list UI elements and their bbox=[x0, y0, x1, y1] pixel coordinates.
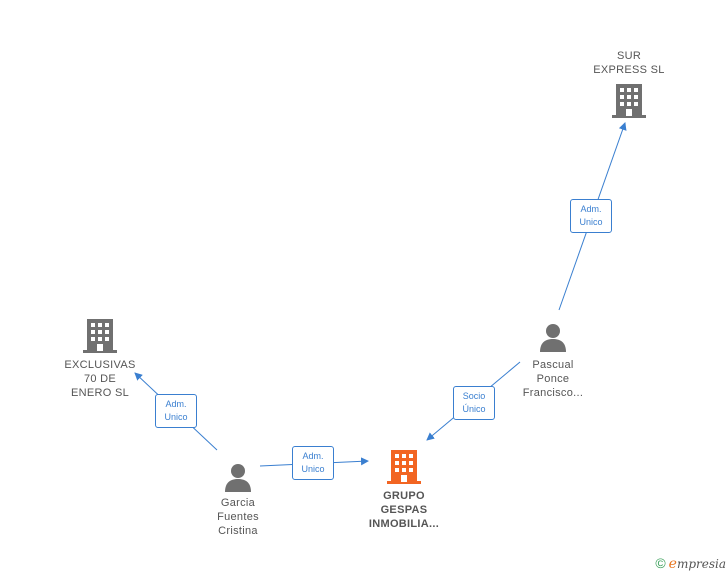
person-icon bbox=[540, 324, 566, 352]
relation-label-garcia-grupo[interactable]: Adm. Unico bbox=[292, 446, 334, 480]
node-garcia[interactable]: Garcia Fuentes Cristina bbox=[193, 462, 283, 538]
relation-label-garcia-exclusivas[interactable]: Adm. Unico bbox=[155, 394, 197, 428]
node-grupo-gespas[interactable]: GRUPO GESPAS INMOBILIA... bbox=[359, 449, 449, 531]
relation-label-pascual-grupo[interactable]: Socio Único bbox=[453, 386, 495, 420]
brand-name: mpresia bbox=[676, 557, 726, 571]
relation-label-pascual-sur[interactable]: Adm. Unico bbox=[570, 199, 612, 233]
node-garcia-label: Garcia Fuentes Cristina bbox=[217, 497, 259, 537]
node-pascual[interactable]: Pascual Ponce Francisco... bbox=[508, 322, 598, 400]
person-icon bbox=[225, 464, 251, 492]
node-exclusivas-label: EXCLUSIVAS 70 DE ENERO SL bbox=[64, 359, 136, 399]
empresia-logo: ©empresia bbox=[655, 555, 726, 572]
node-pascual-label: Pascual Ponce Francisco... bbox=[522, 359, 584, 399]
building-icon bbox=[83, 319, 117, 353]
building-icon bbox=[387, 450, 421, 484]
node-exclusivas[interactable]: EXCLUSIVAS 70 DE ENERO SL bbox=[55, 318, 145, 400]
node-sur-express-label: SUR EXPRESS SL bbox=[593, 50, 665, 76]
copyright-symbol: © bbox=[655, 555, 666, 571]
node-sur-express[interactable]: SUR EXPRESS SL bbox=[584, 49, 674, 119]
node-grupo-gespas-label: GRUPO GESPAS INMOBILIA... bbox=[368, 490, 440, 530]
brand-initial: e bbox=[668, 556, 677, 572]
building-icon bbox=[612, 84, 646, 118]
